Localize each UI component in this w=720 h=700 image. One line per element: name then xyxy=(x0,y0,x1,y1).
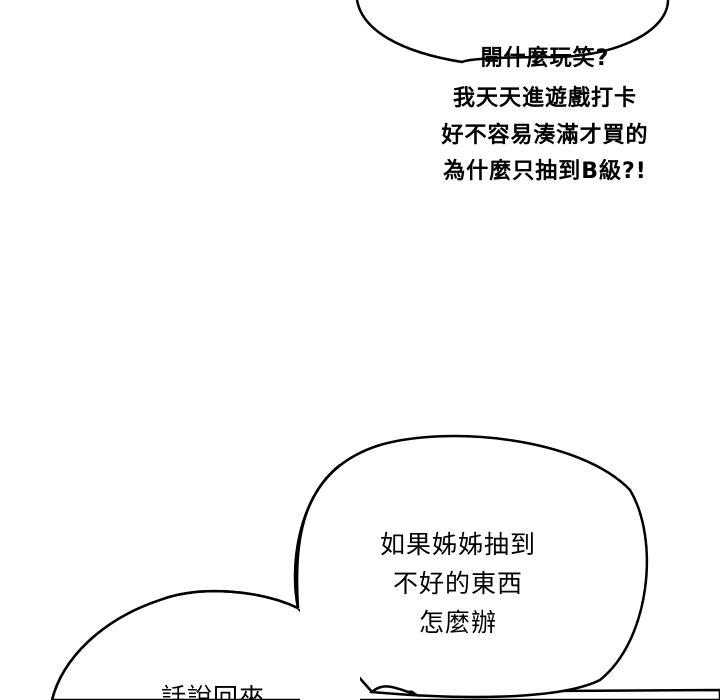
dialogue-line: 不好的東西 xyxy=(392,569,524,598)
bubble-join xyxy=(300,600,360,700)
top-speech-bubble xyxy=(355,0,670,64)
dialogue-line: 話說回來 xyxy=(160,683,266,700)
dialogue-line: 我天天進遊戲打卡 xyxy=(452,86,638,111)
dialogue-line: 開什麼玩笑? xyxy=(480,46,610,71)
dialogue-line: 怎麼辦 xyxy=(418,608,498,637)
bubble-outline xyxy=(293,464,341,609)
middle-speech-bubble xyxy=(295,434,649,699)
dialogue-line: 好不容易湊滿才買的 xyxy=(441,123,649,148)
bubble-outline xyxy=(50,589,299,700)
dialogue-line: 為什麼只抽到B級?! xyxy=(443,159,647,184)
dialogue-line: 如果姊姊抽到 xyxy=(379,530,537,559)
